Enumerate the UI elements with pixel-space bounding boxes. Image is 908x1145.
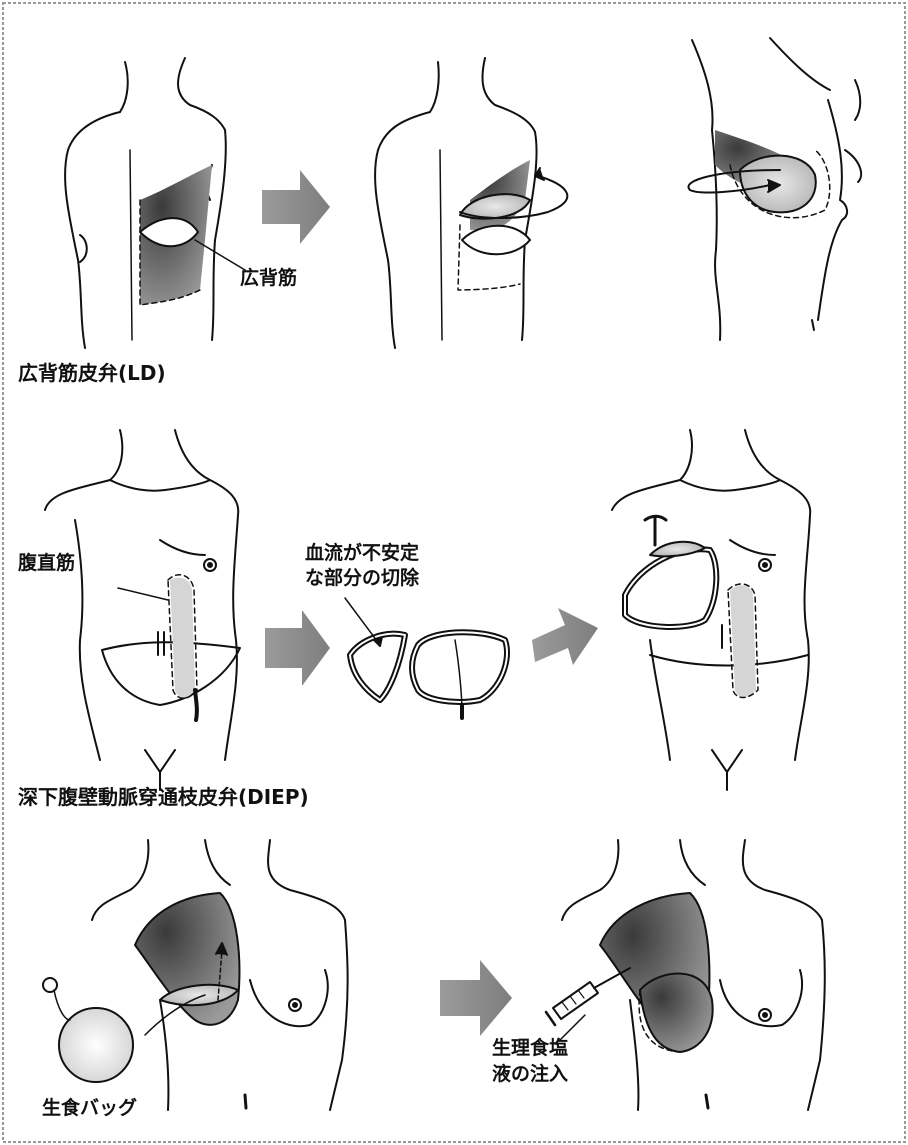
flow-arrow-diep-1	[265, 610, 330, 686]
syringe-icon	[546, 968, 630, 1025]
label-saline-2: 液の注入	[492, 1064, 568, 1086]
label-unstable-1: 血流が不安定	[305, 543, 419, 565]
flow-arrow-diep-2	[532, 608, 598, 665]
caption-ld-flap: 広背筋皮弁(LD)	[18, 362, 166, 385]
label-latissimus: 広背筋	[240, 268, 297, 290]
saline-port	[43, 978, 57, 992]
flow-arrow-expander	[440, 960, 512, 1036]
label-saline-bag: 生食バッグ	[42, 1098, 137, 1120]
label-leader-excision	[345, 598, 380, 645]
label-leader-rectus	[118, 588, 168, 600]
rectus-muscle-shade	[170, 578, 195, 698]
label-saline-1: 生理食塩	[492, 1038, 568, 1060]
label-rectus: 腹直筋	[18, 553, 75, 575]
label-unstable-2: な部分の切除	[305, 568, 419, 590]
rectus-muscle-shade-2	[730, 585, 756, 697]
saline-bag	[59, 1008, 133, 1082]
front-figure-diep-1	[45, 430, 240, 790]
flow-arrow-ld	[262, 170, 330, 244]
ld-skin-island-2	[462, 226, 530, 255]
caption-diep-flap: 深下腹壁動脈穿通枝皮弁(DIEP)	[18, 786, 309, 809]
transferred-diep-flap	[625, 549, 716, 627]
